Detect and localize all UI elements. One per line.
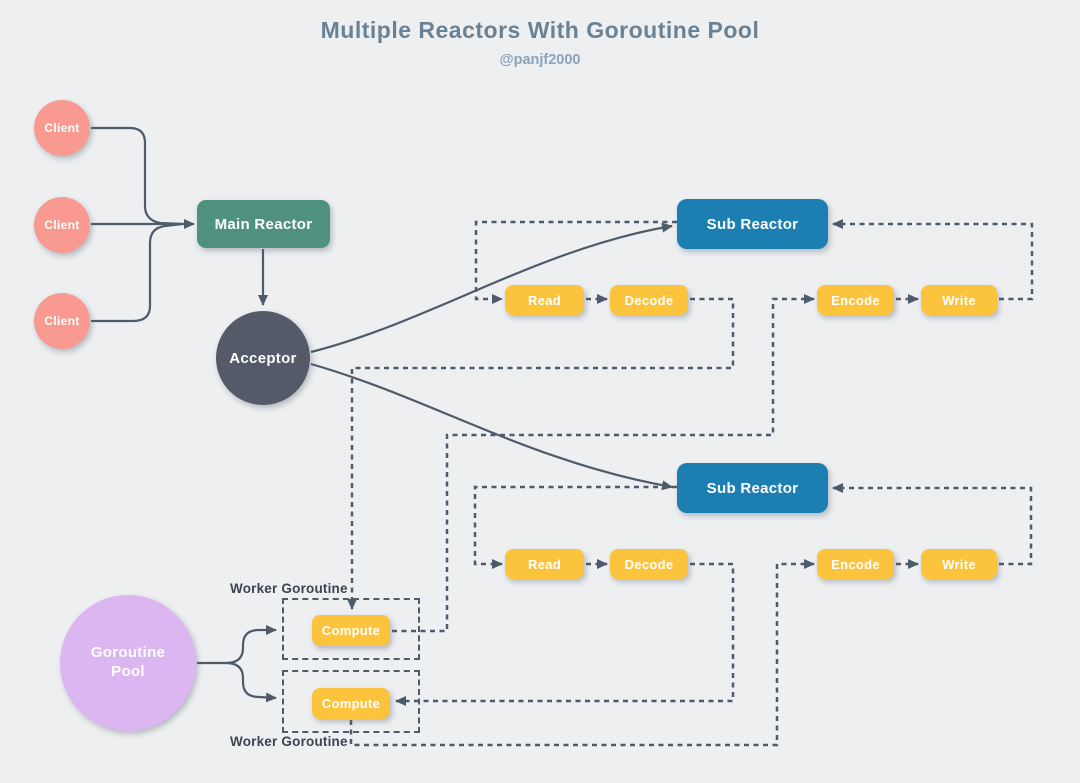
node-encode-top: Encode [817, 285, 894, 315]
worker-goroutine-label-top: Worker Goroutine [230, 581, 348, 596]
node-compute-top: Compute [312, 615, 390, 646]
worker-goroutine-label-bottom: Worker Goroutine [230, 734, 348, 749]
node-client-3: Client [34, 293, 90, 349]
author-handle: @panjf2000 [499, 52, 581, 68]
node-sub-reactor-top: Sub Reactor [677, 199, 828, 249]
node-client-2: Client [34, 197, 90, 253]
diagram-title: Multiple Reactors With Goroutine Pool [320, 17, 760, 43]
edge-compute-bottom-to-encode [349, 559, 815, 747]
edge-client3-merge [91, 222, 183, 323]
node-client-1: Client [34, 100, 90, 156]
node-decode-bottom: Decode [610, 549, 688, 579]
node-compute-bottom: Compute [312, 688, 390, 719]
worker-goroutine-box-bottom [282, 670, 420, 733]
node-decode-top: Decode [610, 285, 688, 315]
edge-pool-to-worker-bottom [225, 661, 277, 703]
node-write-bottom: Write [921, 549, 997, 579]
edge-client1-merge [91, 126, 183, 226]
node-read-bottom: Read [505, 549, 584, 579]
node-acceptor: Acceptor [216, 311, 310, 405]
node-write-top: Write [921, 285, 997, 315]
node-encode-bottom: Encode [817, 549, 894, 579]
node-sub-reactor-bottom: Sub Reactor [677, 463, 828, 513]
edge-acceptor-to-sub-reactor-bottom [310, 362, 673, 491]
edge-decode-bottom-to-compute [395, 562, 735, 706]
node-read-top: Read [505, 285, 584, 315]
node-main-reactor: Main Reactor [197, 200, 330, 248]
edge-pool-to-worker-top [225, 625, 277, 665]
node-goroutine-pool: Goroutine Pool [60, 595, 196, 731]
worker-goroutine-box-top [282, 598, 420, 660]
